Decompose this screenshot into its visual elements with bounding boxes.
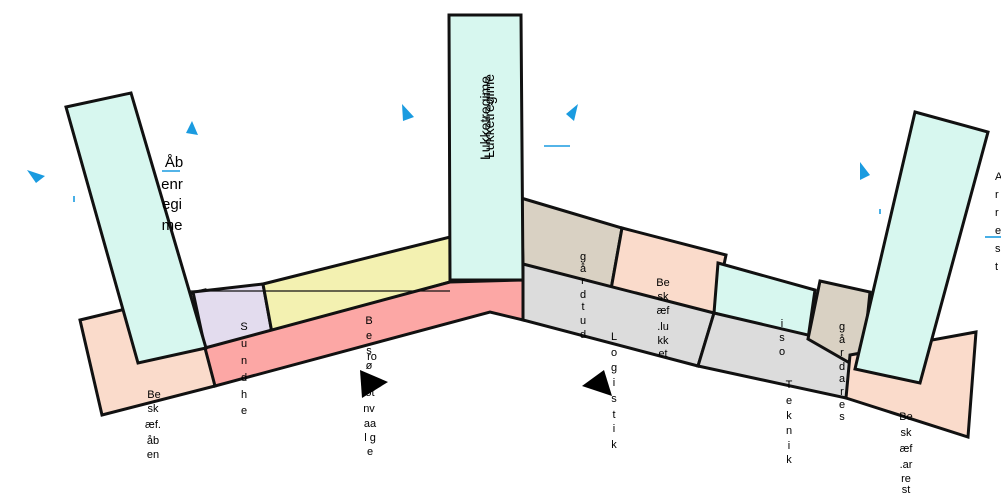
svg-text:æf: æf: [900, 443, 914, 455]
svg-text:sk: sk: [658, 291, 670, 303]
wing-label-arrestregime: A r r e s t: [995, 171, 1001, 273]
svg-text:æf.: æf.: [145, 419, 161, 431]
svg-text:åb: åb: [147, 435, 159, 447]
svg-text:t: t: [612, 409, 615, 421]
north-arrow-right: [582, 370, 612, 396]
wing-label-line: s: [995, 243, 1001, 255]
svg-text:e: e: [366, 330, 372, 342]
view-marker-1: [27, 170, 45, 183]
svg-text:d: d: [580, 329, 586, 341]
svg-text:æf: æf: [657, 305, 671, 317]
svg-text:k: k: [611, 439, 617, 451]
wing-lukketregime: [447, 13, 525, 282]
svg-text:i: i: [613, 423, 615, 435]
svg-text:e: e: [241, 405, 247, 417]
svg-text:aa: aa: [364, 418, 377, 430]
room-label-beskaeft-aaben: Be sk æf. åb en: [145, 389, 161, 461]
svg-text:t: t: [581, 301, 584, 313]
svg-text:Be: Be: [656, 277, 669, 289]
svg-text:u: u: [580, 315, 586, 327]
svg-text:s: s: [611, 393, 617, 405]
room-label-teknik: T e k n i k: [786, 379, 793, 466]
svg-text:r: r: [581, 275, 585, 287]
svg-text:s: s: [366, 345, 372, 357]
wing-label-lukketregime-overlap: Lukketregime: [481, 74, 497, 158]
wing-label-line: egi: [162, 196, 182, 213]
svg-text:o: o: [611, 347, 617, 359]
svg-text:e: e: [786, 395, 792, 407]
room-label-besoeg: B e s ø: [365, 315, 372, 372]
room-label-sundhed: S u n d h e: [240, 321, 247, 417]
wing-arrestregime: [853, 110, 990, 385]
svg-text:s: s: [779, 332, 785, 344]
svg-text:Be: Be: [899, 411, 912, 423]
svg-text:g: g: [611, 362, 617, 374]
wing-label-line: r: [995, 207, 999, 219]
svg-text:re: re: [901, 473, 911, 485]
svg-text:r: r: [840, 347, 844, 359]
svg-text:n: n: [241, 355, 247, 367]
svg-text:L: L: [611, 331, 617, 343]
svg-text:k: k: [786, 410, 792, 422]
svg-text:e: e: [367, 446, 373, 458]
wing-label-lukketregime: Lukketregime: [477, 76, 493, 160]
svg-text:i: i: [613, 377, 615, 389]
svg-text:.lu: .lu: [657, 321, 669, 333]
svg-text:d: d: [580, 289, 586, 301]
svg-text:st: st: [902, 484, 911, 493]
svg-text:o: o: [779, 346, 785, 358]
svg-text:k: k: [786, 454, 792, 466]
room-label-beskaeft-arrest: Be sk æf .ar re st: [899, 411, 913, 493]
svg-text:g: g: [839, 321, 845, 333]
svg-text:kk: kk: [658, 335, 670, 347]
wing-label-line: me: [162, 217, 183, 234]
svg-text:r: r: [840, 386, 844, 398]
svg-text:s: s: [839, 411, 845, 423]
svg-text:d: d: [241, 372, 247, 384]
svg-text:Be: Be: [147, 389, 160, 401]
svg-text:nv: nv: [363, 403, 375, 415]
svg-text:i: i: [781, 318, 783, 330]
wing-label-line: Åb: [165, 154, 183, 171]
wing-label-line: t: [995, 261, 998, 273]
svg-text:et: et: [658, 348, 667, 360]
svg-text:ro: ro: [367, 351, 377, 363]
svg-text:a: a: [839, 373, 846, 385]
svg-text:å: å: [839, 334, 846, 346]
svg-text:h: h: [241, 389, 247, 401]
svg-text:l g: l g: [364, 432, 376, 444]
wing-label-line: A: [995, 171, 1001, 183]
view-marker-2: [186, 121, 198, 135]
room-label-gaardtuds: g å r d t u d: [580, 251, 587, 341]
svg-text:e: e: [839, 399, 845, 411]
svg-text:n: n: [786, 425, 792, 437]
wing-aabenregime: [64, 91, 208, 365]
room-label-logistik: L o g i s t i k: [611, 331, 617, 451]
svg-text:g: g: [580, 251, 586, 263]
svg-text:ø: ø: [366, 360, 373, 372]
room-label-gaardarrest: g å r d a r e s: [839, 321, 846, 423]
svg-text:d: d: [839, 361, 845, 373]
svg-text:en: en: [147, 449, 159, 461]
svg-text:T: T: [786, 379, 793, 391]
view-marker-5: [860, 162, 870, 180]
svg-text:S: S: [240, 321, 247, 333]
room-label-iso: i s o: [779, 318, 785, 358]
wing-label-line: r: [995, 189, 999, 201]
svg-text:sk: sk: [901, 427, 913, 439]
north-arrow-left: [360, 370, 388, 398]
room-label-beskaeft-lukket: Be sk æf .lu kk et: [656, 277, 670, 360]
svg-text:sk: sk: [148, 403, 160, 415]
svg-text:i: i: [788, 440, 790, 452]
svg-text:å: å: [580, 263, 587, 275]
view-marker-4: [566, 104, 578, 121]
wing-label-line: enr: [161, 176, 183, 193]
view-marker-3: [402, 104, 414, 121]
wing-label-line: e: [995, 225, 1001, 237]
svg-text:.ar: .ar: [900, 459, 913, 471]
svg-text:u: u: [241, 338, 247, 350]
wing-label-aabenregime: Åb enr egi me: [161, 154, 183, 234]
svg-text:B: B: [365, 315, 372, 327]
